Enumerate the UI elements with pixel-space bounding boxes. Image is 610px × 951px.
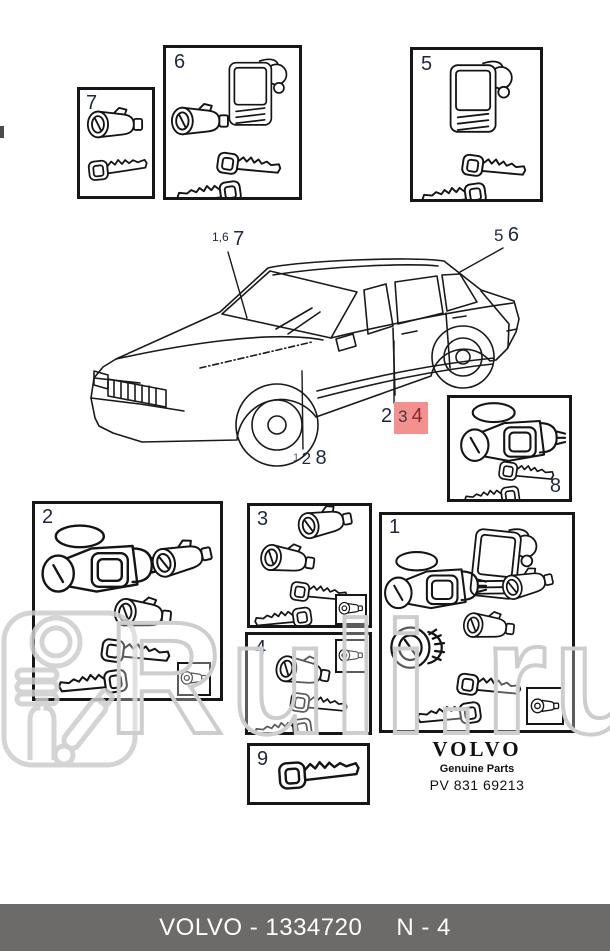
small-part-inset-box bbox=[335, 639, 367, 673]
keys-pair-icon bbox=[254, 581, 348, 625]
parts-panel-6: 6 bbox=[163, 45, 302, 200]
panel-number: 4 bbox=[255, 637, 267, 659]
car-line-drawing bbox=[90, 247, 520, 467]
door-handle-lock-icon bbox=[449, 60, 513, 133]
scan-artifact bbox=[0, 126, 4, 138]
small-part-inset-box bbox=[335, 594, 367, 625]
callout-trunk: 5 6 bbox=[494, 224, 519, 247]
callout-part-number: 7 bbox=[233, 228, 245, 250]
parts-panel-3: 3 bbox=[247, 503, 372, 628]
lock-cylinder-icon bbox=[273, 650, 333, 690]
volvo-logo-text: VOLVO bbox=[432, 737, 522, 761]
parts-panel-1: 1 bbox=[379, 512, 575, 733]
small-lock-part-icon bbox=[530, 698, 560, 714]
small-lock-part-icon bbox=[338, 601, 363, 615]
parts-panel-2: 2 bbox=[32, 501, 223, 701]
callout-leader-lines bbox=[227, 247, 504, 450]
lock-cylinder-icon bbox=[148, 534, 215, 580]
ignition-lock-icon bbox=[460, 402, 567, 462]
key-icon bbox=[87, 155, 149, 182]
callout-part-number: 8 bbox=[315, 447, 327, 469]
callout-part-number-highlighted: 4 bbox=[411, 405, 423, 427]
lock-cylinder-icon bbox=[295, 506, 355, 541]
parts-panel-7: 7 bbox=[77, 87, 155, 199]
panel-number: 8 bbox=[549, 475, 561, 497]
parts-panel-5: 5 bbox=[410, 47, 543, 202]
panel-number: 1 bbox=[389, 516, 401, 538]
footer-bar: VOLVO - 1334720 N - 4 bbox=[0, 904, 610, 951]
keys-pair-icon bbox=[417, 673, 522, 730]
small-lock-part-icon bbox=[180, 671, 207, 685]
parts-panel-9: 9 bbox=[247, 743, 370, 805]
callout-part-number: 1 bbox=[293, 452, 299, 464]
lock-cylinder-icon bbox=[461, 608, 517, 643]
callout-part-number: 3 bbox=[398, 407, 408, 426]
footer-page-reference: N - 4 bbox=[396, 913, 451, 941]
keys-pair-icon bbox=[464, 461, 554, 499]
door-handle-lock-icon bbox=[228, 58, 288, 126]
small-part-inset-box bbox=[177, 662, 211, 696]
packaging-part-code: PV 831 69213 bbox=[429, 777, 525, 793]
parts-panel-8: 8 bbox=[447, 395, 572, 502]
panel-number: 2 bbox=[42, 506, 54, 528]
footer-part-number: VOLVO - 1334720 bbox=[159, 913, 363, 941]
keys-pair-icon bbox=[58, 638, 170, 698]
panel-number: 7 bbox=[86, 92, 98, 114]
key-icon bbox=[277, 757, 361, 791]
lock-set-illustration bbox=[170, 58, 288, 197]
panel-number: 5 bbox=[421, 53, 433, 75]
glovebox-lock-icon bbox=[390, 626, 446, 669]
callout-part-number: 2 bbox=[301, 449, 312, 468]
lock-cylinder-icon bbox=[258, 539, 318, 577]
small-part-inset-box bbox=[526, 687, 564, 725]
callout-part-number: 5 bbox=[494, 226, 504, 245]
callout-part-number: 2 bbox=[381, 405, 393, 427]
callout-part-number: 6 bbox=[507, 224, 520, 246]
brand-block: VOLVO Genuine Parts PV 831 69213 bbox=[379, 737, 575, 793]
lock-cylinder-icon bbox=[170, 102, 229, 136]
parts-panel-4: 4 bbox=[245, 632, 372, 735]
panel-number: 6 bbox=[174, 51, 186, 73]
callout-part-numbers: 1,6 bbox=[212, 230, 229, 244]
callout-front-door: 1 2 8 bbox=[293, 447, 327, 470]
lock-cylinder-icon bbox=[112, 593, 174, 632]
panel-number: 3 bbox=[257, 508, 269, 530]
keys-pair-icon bbox=[422, 154, 527, 199]
keys-pair-icon bbox=[177, 152, 282, 197]
callout-ignition-area: 1,6 7 bbox=[212, 228, 244, 251]
keys-pair-icon bbox=[254, 692, 348, 732]
panel-number: 9 bbox=[257, 748, 269, 770]
small-lock-part-icon bbox=[338, 648, 363, 662]
ignition-lock-icon bbox=[41, 524, 163, 593]
genuine-parts-label: Genuine Parts bbox=[439, 763, 515, 775]
